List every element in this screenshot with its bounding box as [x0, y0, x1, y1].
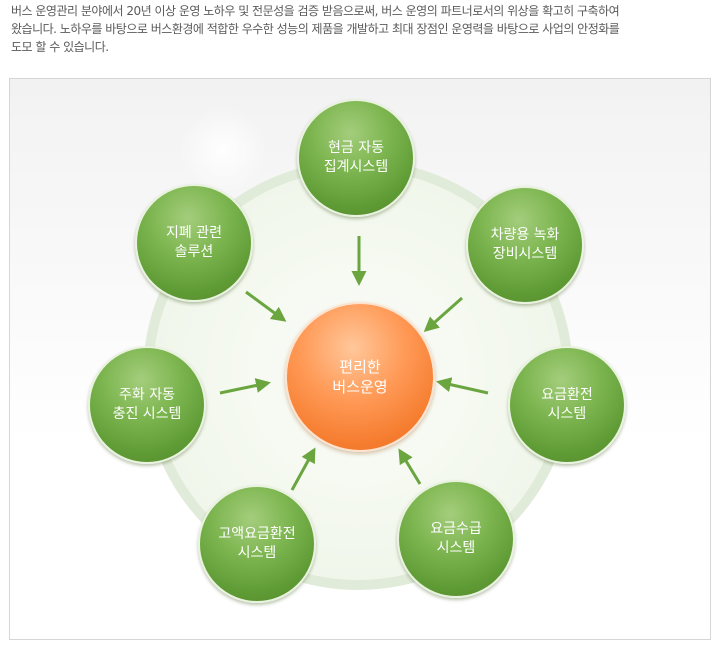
node-coin-auto-charge-system: 주화 자동 충진 시스템 — [88, 346, 206, 464]
center-node-line-1: 편리한 — [339, 358, 381, 376]
intro-line-1: 버스 운영관리 분야에서 20년 이상 운영 노하우 및 전문성을 검증 받음으… — [11, 4, 620, 18]
arrow-from-recorder — [423, 296, 463, 332]
center-node-convenient-bus-operation: 편리한 버스운영 — [285, 302, 435, 452]
node-line-1: 현금 자동 — [328, 140, 384, 156]
arrow-from-bill — [245, 290, 287, 322]
node-fare-exchange-system: 요금환전 시스템 — [508, 346, 626, 464]
node-line-1: 요금수급 — [430, 521, 482, 537]
node-line-1: 차량용 녹화 — [490, 227, 560, 243]
center-node-line-2: 버스운영 — [332, 378, 388, 396]
node-line-1: 지폐 관련 — [166, 225, 222, 241]
node-line-2: 장비시스템 — [492, 246, 558, 262]
arrow-from-fare-exchange — [436, 377, 489, 395]
node-cash-counting-system: 현금 자동 집계시스템 — [297, 99, 415, 217]
node-line-2: 시스템 — [436, 540, 476, 556]
node-line-2: 충진 시스템 — [112, 406, 182, 422]
node-line-1: 주화 자동 — [119, 387, 175, 403]
node-line-1: 요금환전 — [541, 387, 593, 403]
node-fare-collection-system: 요금수급 시스템 — [397, 480, 515, 598]
node-high-fare-exchange-system: 고액요금환전 시스템 — [198, 485, 316, 603]
arrow-from-high-fare — [290, 447, 316, 491]
arrow-from-coin — [219, 378, 271, 395]
node-line-2: 솔루션 — [174, 244, 214, 260]
node-line-1: 고액요금환전 — [218, 526, 296, 542]
intro-line-3: 도모 할 수 있습니다. — [11, 40, 109, 54]
node-line-2: 시스템 — [547, 406, 587, 422]
node-vehicle-recorder-system: 차량용 녹화 장비시스템 — [466, 186, 584, 304]
intro-line-2: 왔습니다. 노하우를 바탕으로 버스환경에 적합한 우수한 성능의 제품을 개발… — [11, 22, 620, 36]
node-line-2: 시스템 — [237, 545, 277, 561]
intro-text: 버스 운영관리 분야에서 20년 이상 운영 노하우 및 전문성을 검증 받음으… — [11, 2, 711, 56]
node-bill-solution: 지폐 관련 솔루션 — [135, 184, 253, 302]
node-line-2: 집계시스템 — [323, 159, 389, 175]
highlight-glow — [178, 105, 268, 195]
arrow-from-fare-collect — [398, 448, 422, 485]
